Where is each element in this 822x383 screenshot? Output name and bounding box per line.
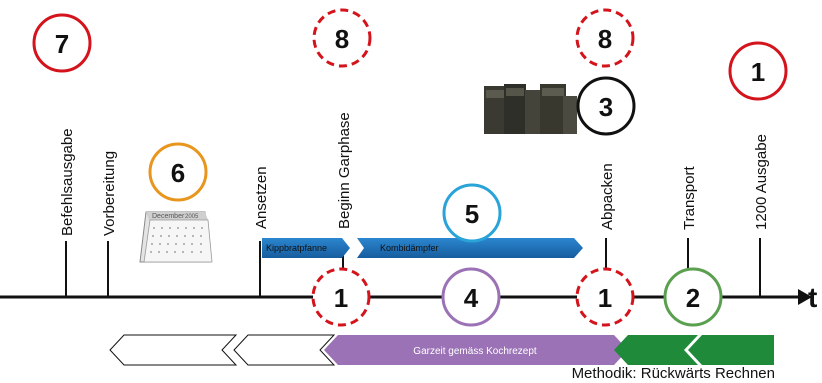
label-abpacken: Abpacken bbox=[599, 163, 616, 230]
label-beginn-garphase: Beginn Garphase bbox=[336, 112, 353, 229]
calendar-month: December bbox=[152, 213, 185, 220]
marker-8-left: 8 bbox=[312, 8, 372, 68]
marker-8-right: 8 bbox=[575, 8, 635, 68]
axis-label-t: t bbox=[808, 282, 817, 313]
marker-6-number: 6 bbox=[171, 158, 185, 188]
bar-kippbratpfanne bbox=[262, 238, 350, 258]
marker-3: 3 bbox=[576, 76, 636, 136]
chevron-empty-1 bbox=[109, 334, 238, 366]
marker-4: 4 bbox=[441, 267, 501, 327]
marker-7-number: 7 bbox=[55, 29, 69, 59]
marker-4-number: 4 bbox=[464, 283, 479, 313]
marker-2: 2 bbox=[663, 267, 723, 327]
label-kippbratpfanne: Kippbratpfanne bbox=[266, 243, 327, 253]
marker-8-left-number: 8 bbox=[335, 24, 349, 54]
chevron-garzeit bbox=[324, 335, 628, 365]
thermo-containers-image bbox=[484, 84, 577, 134]
label-1200-ausgabe: 1200 Ausgabe bbox=[753, 134, 770, 230]
marker-1-top: 1 bbox=[728, 41, 788, 101]
caption-methodik: Methodik: Rückwärts Rechnen bbox=[572, 365, 775, 382]
marker-1-top-number: 1 bbox=[751, 57, 765, 87]
marker-1-abpacken-number: 1 bbox=[598, 283, 612, 313]
chevron-green-1 bbox=[614, 335, 698, 365]
label-transport: Transport bbox=[681, 166, 698, 230]
marker-1-garphase-number: 1 bbox=[334, 283, 348, 313]
marker-8-right-number: 8 bbox=[598, 24, 612, 54]
label-befehlsausgabe: Befehlsausgabe bbox=[59, 128, 76, 236]
calendar-year: 2005 bbox=[185, 214, 199, 220]
chevron-green-2 bbox=[688, 335, 774, 365]
label-kombidaempfer: Kombidämpfer bbox=[380, 243, 439, 253]
chevron-empty-2 bbox=[233, 334, 336, 366]
label-ansetzen: Ansetzen bbox=[253, 166, 270, 229]
marker-6: 6 bbox=[148, 142, 208, 202]
marker-5-number: 5 bbox=[465, 199, 479, 229]
bar-kombidaempfer bbox=[357, 238, 583, 258]
marker-5: 5 bbox=[442, 183, 502, 243]
marker-1-abpacken: 1 bbox=[575, 267, 635, 327]
marker-7: 7 bbox=[32, 13, 92, 73]
label-vorbereitung: Vorbereitung bbox=[101, 151, 118, 236]
marker-3-number: 3 bbox=[599, 92, 613, 122]
label-garzeit: Garzeit gemäss Kochrezept bbox=[413, 346, 537, 357]
marker-1-garphase: 1 bbox=[311, 267, 371, 327]
time-axis-arrow bbox=[798, 289, 812, 305]
calendar-icon: December 2005 bbox=[139, 211, 213, 263]
marker-2-number: 2 bbox=[686, 283, 700, 313]
